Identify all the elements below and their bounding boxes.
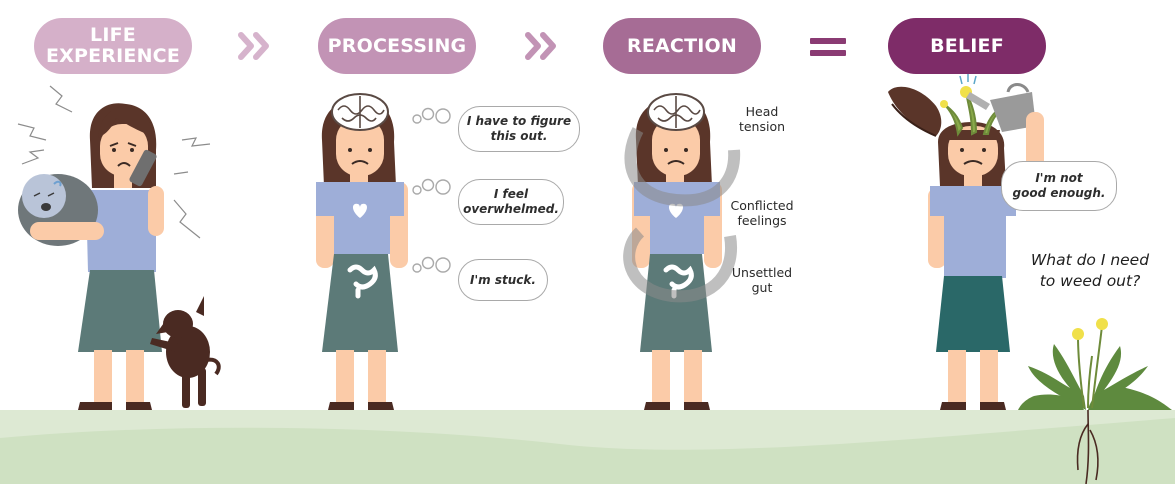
gut-icon bbox=[347, 264, 378, 299]
thought-line: I have to figure bbox=[466, 114, 572, 128]
label-line: Unsettled bbox=[731, 265, 793, 280]
thought-line: overwhelmed. bbox=[463, 202, 559, 216]
double-chevron-icon bbox=[525, 32, 556, 60]
thought-line: I feel bbox=[493, 187, 529, 201]
figure-reaction bbox=[623, 93, 741, 410]
label-line: Head bbox=[745, 104, 779, 119]
label-conflicted-feelings: Conflicted feelings bbox=[720, 198, 804, 228]
ground-hill bbox=[0, 418, 1175, 484]
speech-bubble-belief: I'm not good enough. bbox=[1001, 161, 1117, 211]
label-line: Conflicted bbox=[730, 198, 794, 213]
step-reaction: REACTION bbox=[603, 18, 761, 74]
heart-icon bbox=[353, 203, 367, 218]
double-chevron-icon bbox=[238, 32, 269, 60]
step-reaction-label: REACTION bbox=[627, 34, 737, 57]
label-line: feelings bbox=[737, 213, 787, 228]
figure-belief bbox=[888, 73, 1044, 410]
brain-icon bbox=[331, 93, 389, 131]
figure-life-experience bbox=[17, 85, 221, 410]
thought-bubble-overwhelmed: I feel overwhelmed. bbox=[458, 179, 564, 225]
label-head-tension: Head tension bbox=[726, 104, 798, 134]
weed-icon bbox=[1018, 318, 1172, 484]
equals-icon bbox=[810, 38, 846, 56]
tension-swirl bbox=[623, 127, 741, 303]
step-belief-label: BELIEF bbox=[930, 34, 1004, 57]
brain-icon bbox=[647, 93, 705, 131]
step-life-experience-line1: LIFE bbox=[90, 24, 136, 46]
step-life-experience: LIFE EXPERIENCE bbox=[34, 18, 192, 74]
question-line: to weed out? bbox=[1039, 272, 1141, 290]
phone-icon bbox=[129, 149, 157, 187]
baby-icon bbox=[18, 174, 104, 246]
thought-line: I'm stuck. bbox=[470, 272, 536, 287]
thought-line: I'm not bbox=[1035, 171, 1083, 185]
weed-out-question: What do I need to weed out? bbox=[1010, 250, 1170, 292]
thought-line: good enough. bbox=[1012, 186, 1106, 200]
figure-processing bbox=[316, 93, 451, 410]
step-processing-label: PROCESSING bbox=[327, 34, 467, 57]
thought-bubble-stuck: I'm stuck. bbox=[458, 259, 548, 301]
watering-can-icon bbox=[959, 73, 1036, 132]
label-line: tension bbox=[738, 119, 786, 134]
step-life-experience-line2: EXPERIENCE bbox=[45, 45, 181, 67]
question-line: What do I need bbox=[1030, 251, 1150, 269]
thought-line: this out. bbox=[490, 129, 548, 143]
thought-bubble-figure-out: I have to figure this out. bbox=[458, 106, 580, 152]
step-processing: PROCESSING bbox=[318, 18, 476, 74]
label-line: gut bbox=[751, 280, 773, 295]
heart-icon bbox=[669, 203, 683, 218]
label-unsettled-gut: Unsettled gut bbox=[726, 265, 798, 295]
step-belief: BELIEF bbox=[888, 18, 1046, 74]
dog-icon bbox=[150, 296, 221, 408]
